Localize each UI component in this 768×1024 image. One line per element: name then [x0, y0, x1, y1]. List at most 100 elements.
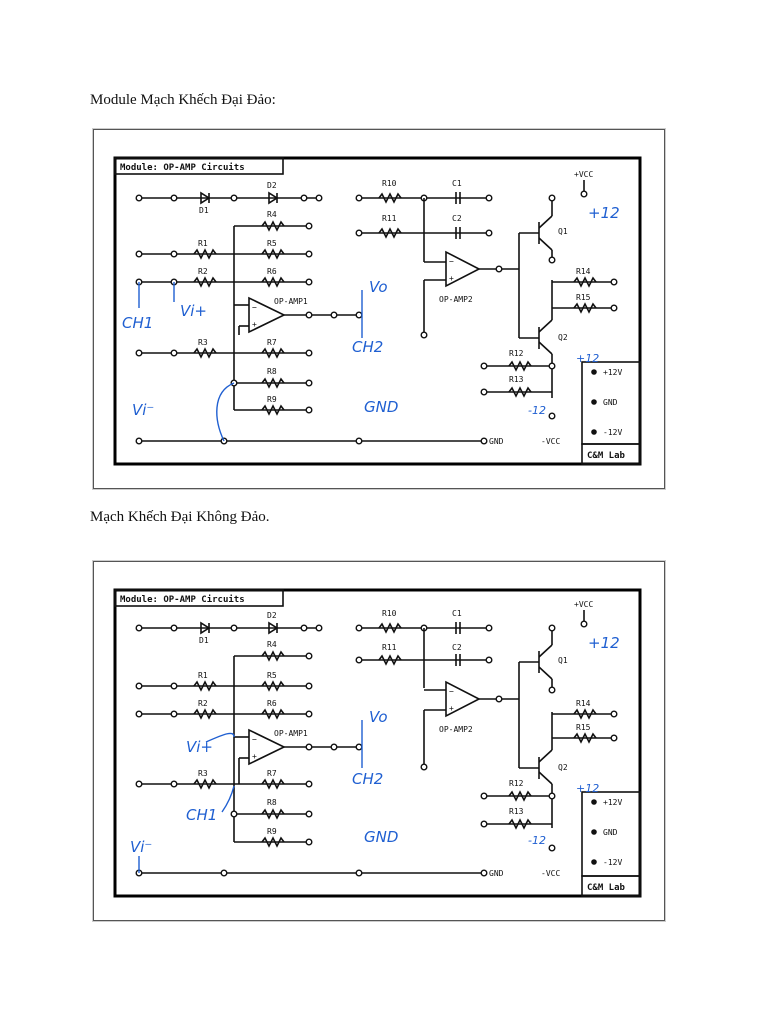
r14-label: R14 — [576, 699, 591, 708]
resistor-r10 — [378, 192, 402, 204]
vcc-pos-label: +VCC — [574, 170, 593, 179]
r14-label: R14 — [576, 267, 591, 276]
d2-label: D2 — [267, 611, 277, 620]
resistor-r15 — [573, 732, 597, 744]
resistor-r5 — [261, 248, 285, 260]
annot-vo: Vo — [369, 708, 388, 726]
resistor-r12 — [508, 360, 532, 372]
r10-label: R10 — [382, 179, 397, 188]
resistor-r14 — [573, 276, 597, 288]
resistor-r2 — [193, 276, 217, 288]
opamp1-label: OP-AMP1 — [274, 297, 308, 306]
vcc-pos-label: +VCC — [574, 600, 593, 609]
resistor-r11 — [378, 654, 402, 666]
opamp1-minus: − — [252, 735, 257, 744]
opamp2-symbol — [445, 680, 481, 718]
opamp2-minus: − — [449, 257, 454, 266]
annot-gnd: GND — [364, 398, 398, 416]
resistor-r13 — [508, 386, 532, 398]
opamp2-plus: + — [449, 274, 454, 283]
annot-vo: Vo — [369, 278, 388, 296]
diode-d2-symbol — [268, 191, 279, 205]
annot-plus12: +12 — [588, 634, 620, 652]
r12-label: R12 — [509, 779, 524, 788]
schematic-noninverting: Module: OP-AMP Circuits C&M Lab D1 D2 R4… — [113, 588, 642, 898]
vcc-neg-label: -VCC — [541, 869, 560, 878]
power-terminal-box — [581, 361, 641, 445]
title-box — [114, 589, 284, 607]
r3-label: R3 — [198, 338, 208, 347]
resistor-r9 — [261, 836, 285, 848]
vcc-neg-label: -VCC — [541, 437, 560, 446]
gnd-label: GND — [489, 869, 504, 878]
term-p12-label: +12V — [603, 368, 622, 377]
term-m12-label: -12V — [603, 428, 622, 437]
r13-label: R13 — [509, 375, 524, 384]
r9-label: R9 — [267, 827, 277, 836]
r11-label: R11 — [382, 214, 397, 223]
diode-d1-symbol — [200, 191, 211, 205]
term-gnd-label: GND — [603, 828, 618, 837]
opamp1-plus: + — [252, 320, 257, 329]
resistor-r15 — [573, 302, 597, 314]
q1-label: Q1 — [558, 227, 568, 236]
resistor-r8 — [261, 377, 285, 389]
r6-label: R6 — [267, 699, 277, 708]
resistor-r2 — [193, 708, 217, 720]
resistor-r14 — [573, 708, 597, 720]
r8-label: R8 — [267, 367, 277, 376]
annot-m12: -12 — [528, 834, 546, 847]
annot-vi-minus: Vi⁻ — [132, 401, 154, 419]
lab-label: C&M Lab — [587, 883, 626, 893]
r2-label: R2 — [198, 267, 208, 276]
q2-label: Q2 — [558, 333, 568, 342]
r12-label: R12 — [509, 349, 524, 358]
diode-d2-symbol — [268, 621, 279, 635]
annot-vi-plus: Vi+ — [180, 302, 207, 320]
c1-label: C1 — [452, 609, 462, 618]
resistor-r10 — [378, 622, 402, 634]
d2-label: D2 — [267, 181, 277, 190]
r4-label: R4 — [267, 210, 277, 219]
annot-ch2: CH2 — [352, 338, 383, 356]
annot-m12: -12 — [528, 404, 546, 417]
r6-label: R6 — [267, 267, 277, 276]
annot-vi-minus: Vi⁻ — [130, 838, 152, 856]
r7-label: R7 — [267, 338, 277, 347]
resistor-r8 — [261, 808, 285, 820]
term-p12-label: +12V — [603, 798, 622, 807]
d1-label: D1 — [199, 636, 209, 645]
resistor-r1 — [193, 680, 217, 692]
r1-label: R1 — [198, 671, 208, 680]
opamp2-minus: − — [449, 687, 454, 696]
annot-p12: +12 — [576, 352, 599, 365]
resistor-r12 — [508, 790, 532, 802]
resistor-r6 — [261, 276, 285, 288]
r15-label: R15 — [576, 293, 591, 302]
resistor-r6 — [261, 708, 285, 720]
annot-plus12: +12 — [588, 204, 620, 222]
opamp2-symbol — [445, 250, 481, 288]
module-frame — [113, 588, 642, 898]
r3-label: R3 — [198, 769, 208, 778]
r11-label: R11 — [382, 643, 397, 652]
opamp1-minus: − — [252, 303, 257, 312]
resistor-r7 — [261, 778, 285, 790]
d1-label: D1 — [199, 206, 209, 215]
schematic-figure-inverting: Module: OP-AMP Circuits C&M Lab D1 D2 R4… — [93, 129, 665, 489]
r1-label: R1 — [198, 239, 208, 248]
diode-d1-symbol — [200, 621, 211, 635]
resistor-r3 — [193, 347, 217, 359]
title-box — [114, 157, 284, 175]
opamp1-symbol — [248, 296, 286, 334]
r13-label: R13 — [509, 807, 524, 816]
resistor-r3 — [193, 778, 217, 790]
resistor-r1 — [193, 248, 217, 260]
c1-label: C1 — [452, 179, 462, 188]
c2-label: C2 — [452, 643, 462, 652]
module-title: Module: OP-AMP Circuits — [120, 162, 245, 173]
annot-ch1: CH1 — [122, 314, 153, 332]
opamp2-label: OP-AMP2 — [439, 725, 473, 734]
r5-label: R5 — [267, 671, 277, 680]
r4-label: R4 — [267, 640, 277, 649]
